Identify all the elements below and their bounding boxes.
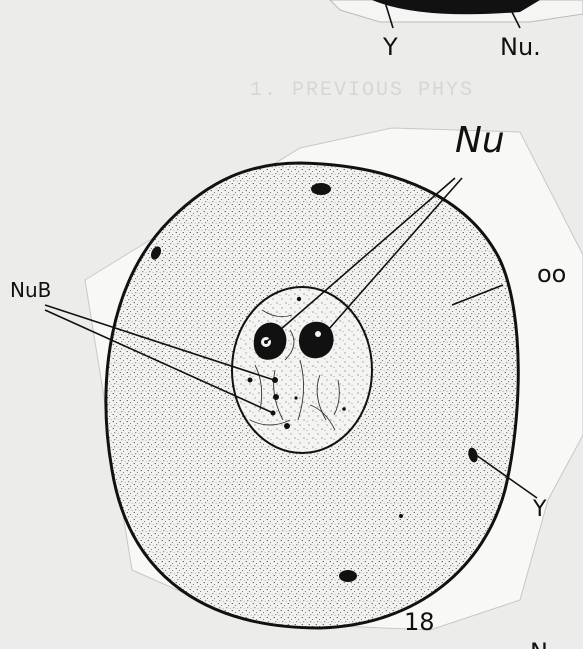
nucleolus-right <box>299 322 334 358</box>
nucleolar-body <box>342 407 346 411</box>
y-label: Y <box>532 497 547 522</box>
nucleolar-body <box>284 423 290 429</box>
top-y-label: Y <box>382 33 398 61</box>
top-nu-label: Nu. <box>500 33 541 61</box>
ghost-text: 1. PREVIOUS PHYS <box>250 79 474 102</box>
nu-label: Nu <box>455 120 505 161</box>
nucleolar-body <box>297 297 301 301</box>
figure-number: 18 <box>404 608 435 636</box>
bottom-partial-label: N <box>530 638 548 649</box>
oo-label: oo <box>537 260 566 288</box>
nub-label: NuB <box>10 278 51 302</box>
yolk-granule <box>339 570 357 582</box>
nucleolar-body <box>294 396 297 399</box>
nucleolus-right-center <box>315 331 321 337</box>
nucleolar-body <box>248 378 253 383</box>
yolk-granule <box>399 514 403 518</box>
nucleolar-body <box>273 394 279 400</box>
yolk-granule <box>311 183 331 195</box>
